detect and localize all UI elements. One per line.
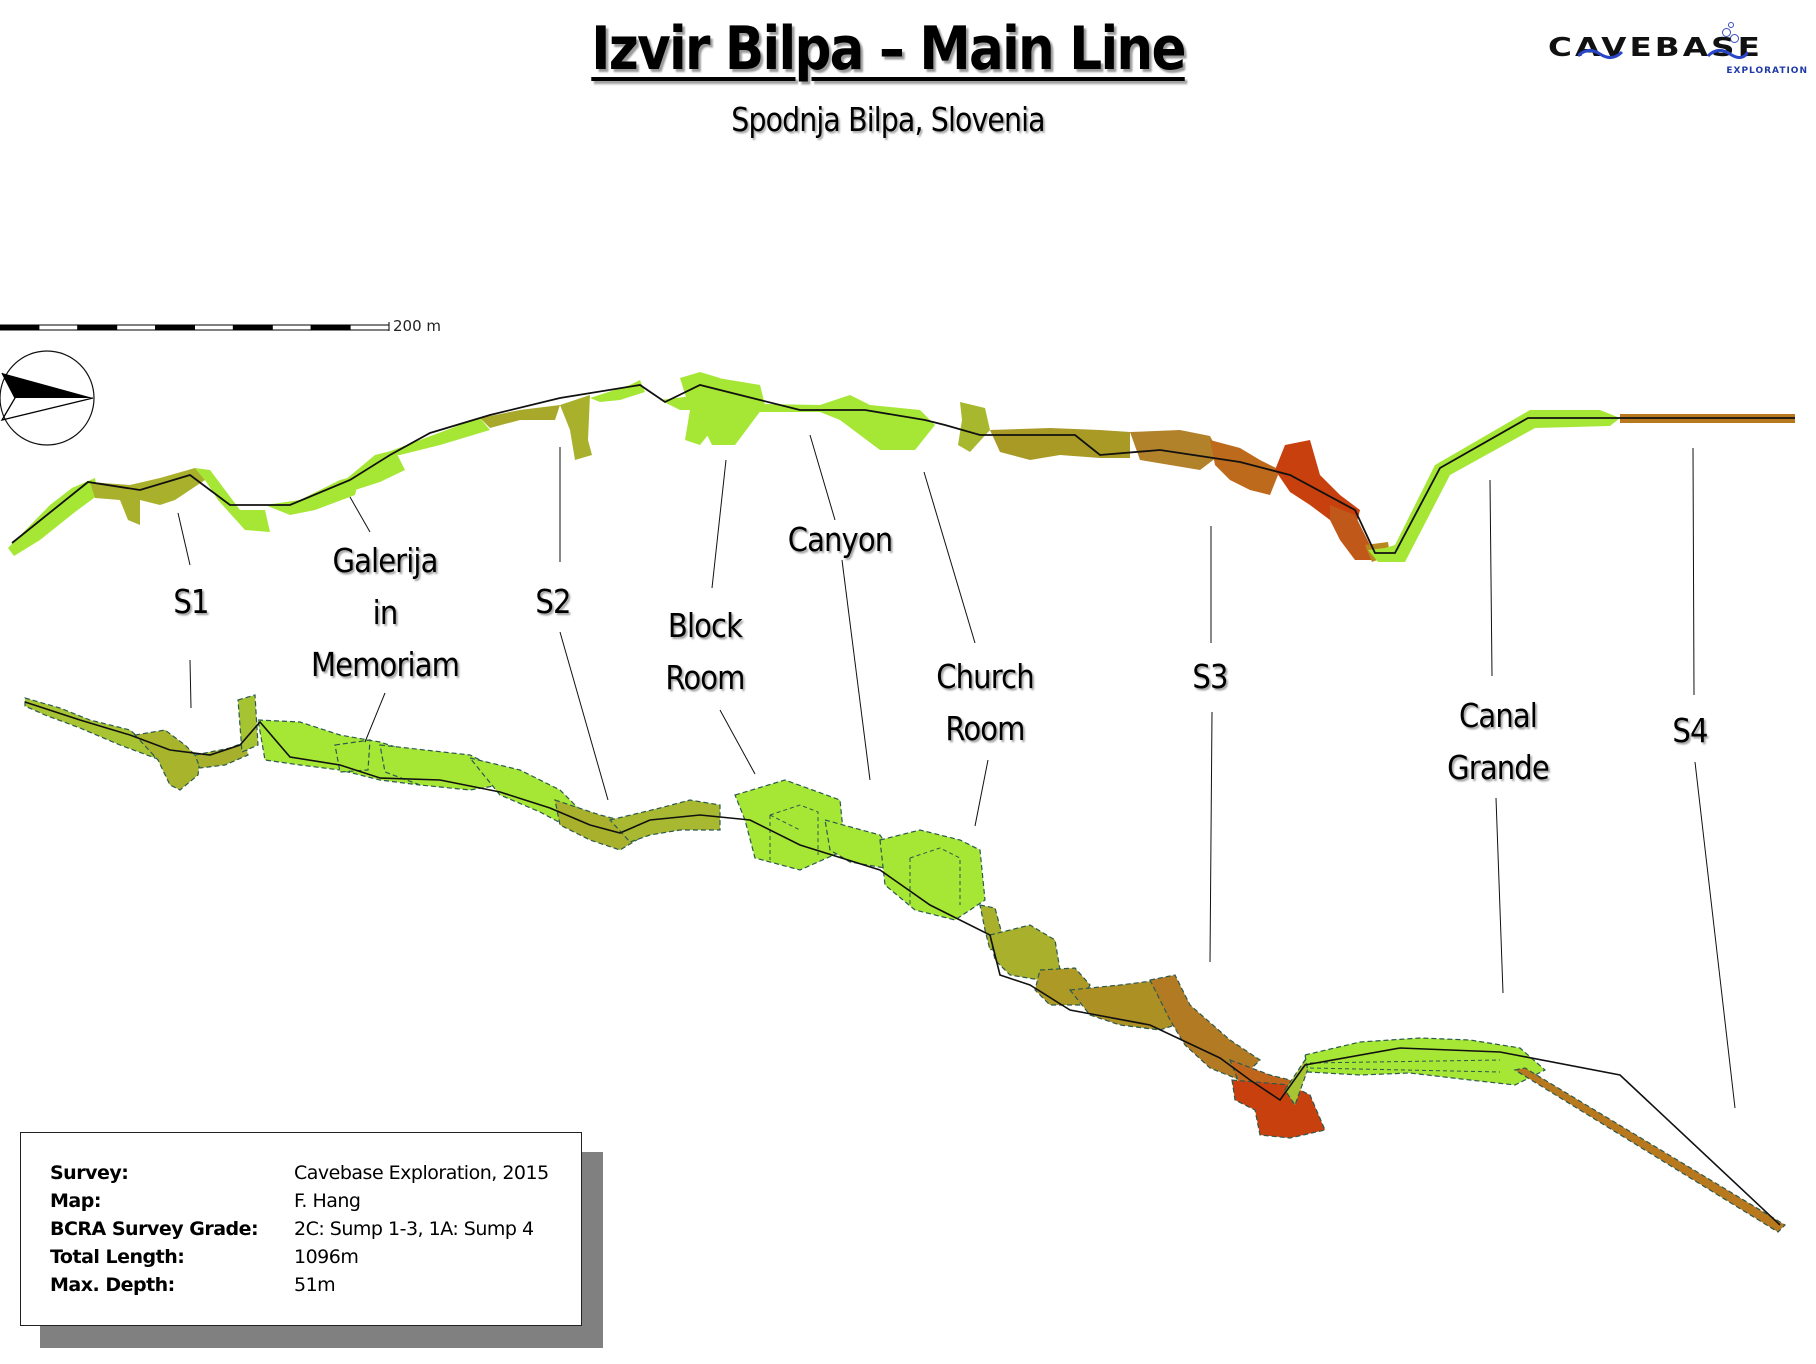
label-line: Grande	[1447, 748, 1550, 787]
bubble-icon	[1728, 22, 1734, 28]
label-line: S2	[535, 582, 571, 621]
plan-centerline	[24, 701, 1781, 1226]
info-value: F. Hang	[294, 1190, 361, 1212]
leader-lines	[177, 434, 1736, 1109]
profile-centerline	[11, 384, 1795, 554]
label-line: in	[372, 593, 399, 632]
info-key: BCRA Survey Grade:	[50, 1218, 259, 1240]
scale-bar-segment	[116, 324, 157, 331]
label-s1: S1	[160, 576, 222, 628]
logo-tagline: EXPLORATION	[1726, 66, 1808, 76]
scale-bar-segment	[310, 324, 351, 331]
plan-passage	[24, 694, 1786, 1233]
cavebase-logo: CAVEBASE EXPLORATION	[1548, 22, 1812, 78]
label-block-room: Block Room	[648, 600, 762, 704]
map-subtitle: Spodnja Bilpa, Slovenia	[731, 100, 1045, 139]
label-canal-grande: Canal Grande	[1423, 690, 1573, 794]
plan-view	[24, 694, 1786, 1233]
label-line: Room	[665, 658, 745, 697]
label-line: Church	[936, 657, 1034, 696]
room-outlines	[769, 804, 1501, 1073]
scale-bar-segment	[0, 324, 40, 331]
logo-wordmark: CAVEBASE	[1548, 32, 1763, 63]
scale-bar-segment	[155, 324, 196, 331]
label-s4: S4	[1655, 705, 1725, 757]
label-line: Memoriam	[310, 645, 460, 684]
scale-bar-segment	[194, 324, 234, 331]
info-value: Cavebase Exploration, 2015	[294, 1162, 549, 1184]
label-church-room: Church Room	[915, 651, 1056, 755]
scale-bar-segment	[349, 324, 390, 331]
scale-bar-segment	[77, 324, 118, 331]
scale-bar	[0, 322, 390, 331]
label-line: Block	[667, 606, 743, 645]
scale-bar-segment	[271, 324, 312, 331]
info-key: Max. Depth:	[50, 1274, 175, 1296]
label-line: Canyon	[787, 520, 893, 559]
north-arrow-icon	[0, 350, 95, 446]
label-line: S4	[1672, 711, 1708, 750]
info-value: 1096m	[294, 1246, 359, 1268]
label-line: Galerija	[332, 541, 438, 580]
survey-info-box: Survey: Cavebase Exploration, 2015 Map: …	[20, 1132, 582, 1326]
label-canyon: Canyon	[770, 514, 911, 566]
info-key: Survey:	[50, 1162, 129, 1184]
label-line: Canal	[1459, 696, 1538, 735]
scale-bar-label: 200 m	[393, 317, 442, 335]
scale-bar-segment	[232, 324, 273, 331]
label-s3: S3	[1175, 651, 1245, 703]
label-line: Room	[945, 709, 1025, 748]
scale-bar-segment	[38, 324, 79, 331]
info-key: Map:	[50, 1190, 101, 1212]
info-key: Total Length:	[50, 1246, 185, 1268]
wave-icon	[1578, 49, 1748, 59]
label-galerija-in-memoriam: Galerija in Memoriam	[297, 535, 473, 691]
info-value: 2C: Sump 1-3, 1A: Sump 4	[294, 1218, 534, 1240]
bubble-icon	[1722, 28, 1731, 37]
label-line: S1	[173, 582, 209, 621]
profile-view	[8, 372, 1795, 562]
map-title: Izvir Bilpa – Main Line	[591, 14, 1186, 84]
bubble-icon	[1730, 34, 1739, 43]
info-value: 51m	[294, 1274, 336, 1296]
label-line: S3	[1192, 657, 1228, 696]
label-s2: S2	[522, 576, 584, 628]
